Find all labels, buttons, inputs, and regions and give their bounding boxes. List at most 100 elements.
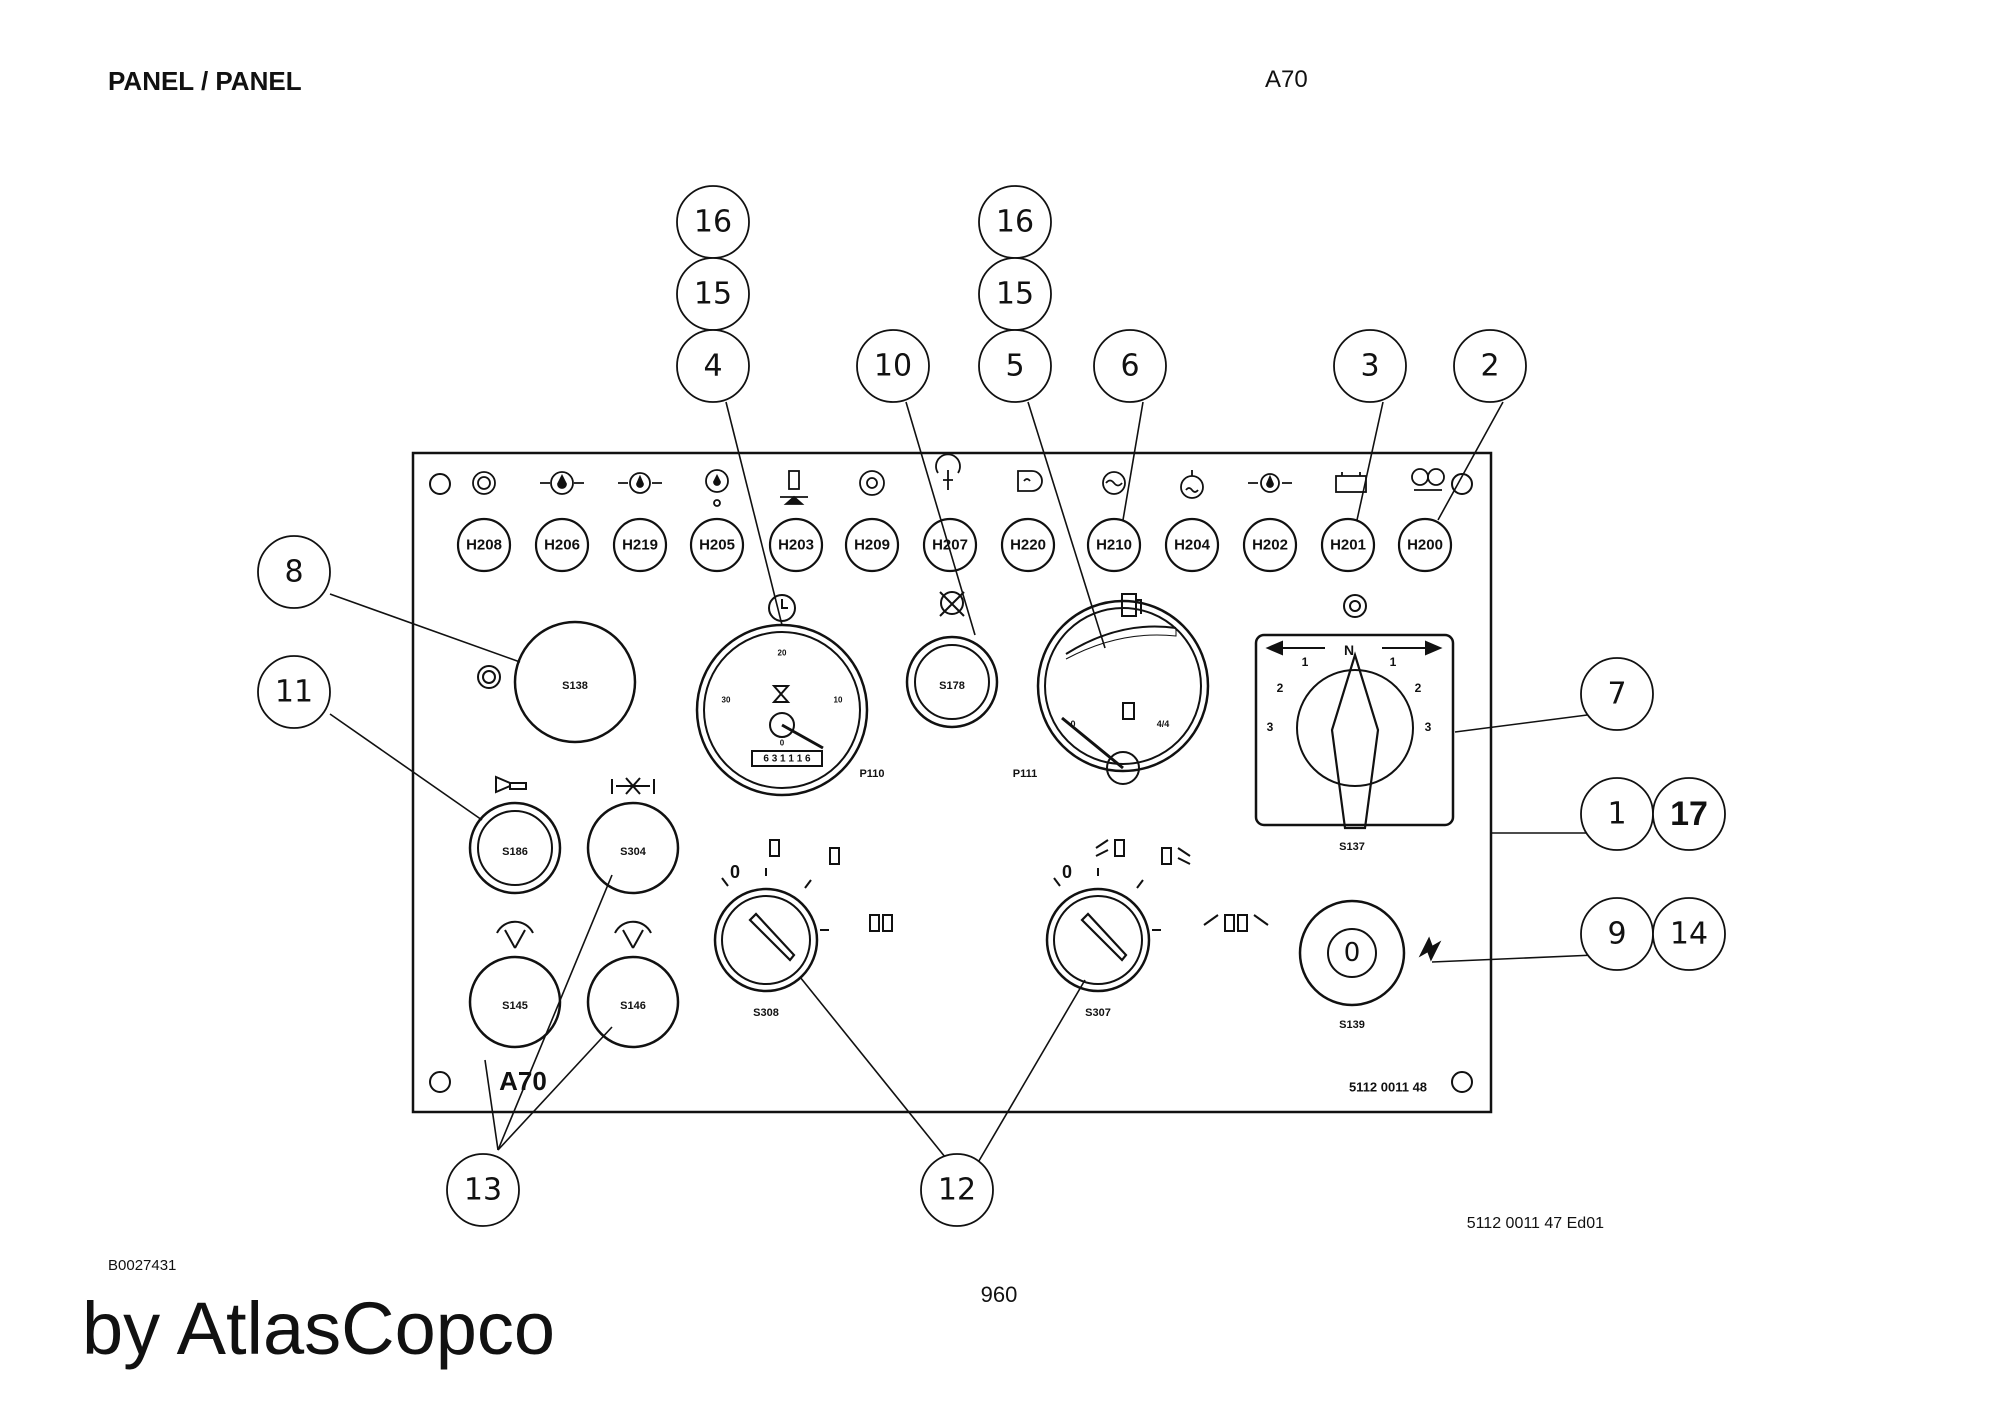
wiper-switch-s146[interactable] [586, 920, 680, 1049]
indicator-lamp-label: H202 [1252, 537, 1288, 554]
callout-number: 3 [1360, 349, 1379, 384]
switch-s137-label: S137 [1339, 841, 1365, 853]
switch-s145-label: S145 [502, 1000, 528, 1012]
coolant-level-icon [1102, 471, 1126, 495]
lamp-icons [472, 453, 1445, 507]
callout-number: 6 [1120, 349, 1139, 384]
callout-circle [856, 329, 930, 403]
worklight-rear-icon [1161, 847, 1191, 865]
selector-right-3: 3 [1425, 720, 1432, 734]
page-number: 960 [981, 1282, 1018, 1307]
wiper-switch-s145[interactable] [468, 920, 562, 1049]
switch-s138[interactable] [513, 620, 637, 744]
brake-icon [472, 471, 496, 495]
callout-circle [676, 329, 750, 403]
callout-circle [1453, 329, 1527, 403]
rotary-switch-s308[interactable] [713, 839, 893, 993]
direction-selector-s137[interactable] [1254, 594, 1455, 830]
mounting-hole [429, 473, 451, 495]
callout-number: 9 [1607, 917, 1626, 952]
indicator-lamp [768, 517, 824, 573]
tachometer-label: P110 [859, 768, 884, 780]
callout-number: 2 [1480, 349, 1499, 384]
tachometer-gauge [695, 594, 869, 797]
fuel-pump-icon [1121, 593, 1142, 617]
engine-icon [1017, 470, 1043, 492]
callout-number: 12 [938, 1173, 976, 1208]
callout-number: 8 [284, 555, 303, 590]
fuel-pump-small-icon [1122, 702, 1135, 720]
indicator-lamp [1397, 517, 1453, 573]
switch-s186-label: S186 [502, 846, 528, 858]
callout-circle [1580, 657, 1654, 731]
warning-switch-s178[interactable] [905, 591, 999, 729]
fuel-pressure-icon [1248, 473, 1292, 493]
callout-circle [1652, 777, 1726, 851]
callout-circle [1093, 329, 1167, 403]
indicator-lamp-label: H205 [699, 537, 735, 554]
panel-part-number: 5112 0011 48 [1349, 1080, 1427, 1095]
indicator-lamp [456, 517, 512, 573]
callout-number: 11 [275, 675, 313, 710]
switch-s139-label: S139 [1339, 1019, 1365, 1031]
callout-number: 13 [464, 1173, 502, 1208]
mounting-hole [1451, 473, 1473, 495]
indicator-lamp-label: H204 [1174, 537, 1211, 554]
figure-code: B0027431 [108, 1257, 176, 1274]
indicator-lamp [534, 517, 590, 573]
clock-icon [768, 594, 796, 622]
s307-zero-label: 0 [1062, 862, 1072, 882]
tach-scale-10: 10 [834, 696, 843, 705]
indicator-lamp-label: H206 [544, 537, 580, 554]
indicator-lamp-label: H219 [622, 537, 658, 554]
switch-s304[interactable] [586, 777, 680, 895]
parking-brake-icon [477, 665, 501, 689]
ignition-switch-s139[interactable] [1298, 899, 1442, 1007]
callout-number: 15 [996, 277, 1034, 312]
callout-number: 16 [694, 205, 732, 240]
callout-number: 14 [1670, 917, 1708, 952]
callout-circle [257, 535, 331, 609]
indicator-lamp-label: H201 [1330, 537, 1366, 554]
indicator-lamp [689, 517, 745, 573]
worklight-all-icon [1203, 914, 1269, 932]
indicator-lamp [1242, 517, 1298, 573]
indicator-lamp-label: H203 [778, 537, 814, 554]
selector-neutral: N [1344, 642, 1354, 658]
callout-circle [446, 1153, 520, 1227]
selector-right-2: 2 [1415, 681, 1422, 695]
panel-outline [411, 451, 1493, 1114]
rear-light-icon [829, 847, 840, 865]
switch-s308-label: S308 [753, 1007, 779, 1019]
tach-scale-30: 30 [722, 696, 731, 705]
indicator-lamp-label: H220 [1010, 537, 1046, 554]
heater-icon [1180, 470, 1204, 499]
switch-s307-label: S307 [1085, 1007, 1111, 1019]
gear-icon [1343, 594, 1367, 618]
preheat-icon [1411, 468, 1445, 491]
fuel-empty-label: 0 [1070, 719, 1075, 729]
horn-switch-s186[interactable] [468, 775, 562, 895]
indicator-lamp-label: H209 [854, 537, 890, 554]
callout-circle [257, 655, 331, 729]
callout-number: 17 [1670, 795, 1708, 833]
rotary-switch-s307[interactable] [1045, 839, 1269, 993]
indicator-lamp [844, 517, 900, 573]
callout-number: 1 [1607, 797, 1626, 832]
indicator-lamp-label: H210 [1096, 537, 1132, 554]
tach-scale-20: 20 [778, 649, 787, 658]
callout-circle [1333, 329, 1407, 403]
indicator-lamp-label: H200 [1407, 537, 1443, 554]
indicator-lamp [1320, 517, 1376, 573]
indicator-lamp [1086, 517, 1142, 573]
mounting-hole [429, 1071, 451, 1093]
mounting-hole [1451, 1071, 1473, 1093]
wiper-icon [614, 920, 652, 949]
callout-number: 16 [996, 205, 1034, 240]
indicator-lamp-label: H207 [932, 537, 968, 554]
tach-counter: 6 3 1 1 1 6 [763, 754, 811, 765]
switch-s178-label: S178 [939, 680, 965, 692]
fuel-full-label: 4/4 [1157, 719, 1170, 729]
callout-number: 4 [703, 349, 722, 384]
